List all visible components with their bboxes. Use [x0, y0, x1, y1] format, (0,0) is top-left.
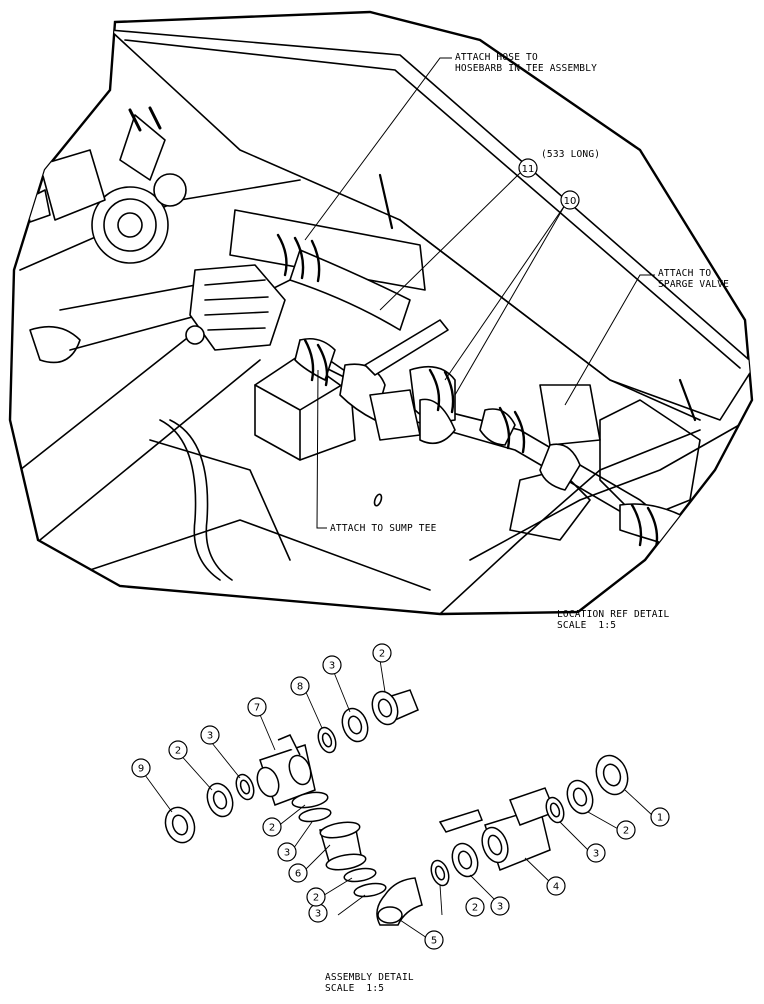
assembly-detail-title: ASSEMBLY DETAIL [325, 972, 414, 983]
balloon-circle [277, 842, 297, 862]
part-balloon-3: 3 [586, 843, 606, 863]
balloon-label: 3 [329, 661, 335, 672]
part-balloon-2: 2 [168, 740, 188, 760]
balloon-label: 3 [284, 848, 290, 859]
balloon-label: 2 [379, 649, 385, 660]
part-balloon-4: 4 [546, 876, 566, 896]
balloon-label: 1 [657, 813, 663, 824]
balloon-label: 9 [138, 764, 144, 775]
balloon-label: 2 [313, 893, 319, 904]
callout-attach-hose: ATTACH HOSE TO HOSEBARB IN TEE ASSEMBLY [455, 52, 598, 74]
balloon-label: 2 [623, 826, 629, 837]
balloon-circle [616, 820, 636, 840]
balloon-label: 6 [295, 869, 301, 880]
balloon-label: 8 [297, 682, 303, 693]
part-balloon-9: 9 [131, 758, 151, 778]
balloon-circle [424, 930, 444, 950]
part-balloon-6: 6 [288, 863, 308, 883]
balloon-circle [131, 758, 151, 778]
part-balloon-7: 7 [247, 697, 267, 717]
part-balloon-3: 3 [490, 896, 510, 916]
balloon-11-label: 11 [522, 164, 535, 175]
balloon-label: 3 [315, 909, 321, 920]
part-balloon-1: 1 [650, 807, 670, 827]
part-balloon-3: 3 [277, 842, 297, 862]
balloon-circle [465, 897, 485, 917]
assembly-detail [164, 689, 629, 926]
callout-hose-length: (533 LONG) [541, 149, 601, 160]
balloon-label: 3 [497, 902, 503, 913]
balloon-label: 4 [553, 882, 559, 893]
balloon-label: 2 [175, 746, 181, 757]
balloon-circle [372, 643, 392, 663]
balloon-10-label: 10 [564, 196, 577, 207]
balloon-circle [288, 863, 308, 883]
balloon-circle [290, 676, 310, 696]
part-balloon-5: 5 [424, 930, 444, 950]
assembly-detail-scale: SCALE 1:5 [325, 983, 385, 994]
part-balloon-2: 2 [306, 887, 326, 907]
part-balloon-3: 3 [200, 725, 220, 745]
callout-attach-sparge: ATTACH TO SPARGE VALVE [658, 268, 730, 290]
balloon-circle [262, 817, 282, 837]
balloon-circle [490, 896, 510, 916]
part-balloon-3: 3 [308, 903, 328, 923]
balloon-label: 2 [269, 823, 275, 834]
balloon-circle [168, 740, 188, 760]
part-balloon-2: 2 [372, 643, 392, 663]
balloon-circle [650, 807, 670, 827]
balloon-circle [586, 843, 606, 863]
location-detail-title: LOCATION REF DETAIL [557, 609, 670, 620]
balloon-circle [322, 655, 342, 675]
balloon-label: 2 [472, 903, 478, 914]
part-balloon-2: 2 [616, 820, 636, 840]
location-ref-detail: 11 10 [8, 10, 754, 616]
balloon-label: 5 [431, 936, 437, 947]
location-detail-scale: SCALE 1:5 [557, 620, 617, 631]
balloon-circle [200, 725, 220, 745]
balloon-circle [306, 887, 326, 907]
part-balloon-2: 2 [465, 897, 485, 917]
balloon-label: 7 [254, 703, 260, 714]
balloon-label: 3 [207, 731, 213, 742]
balloon-label: 3 [593, 849, 599, 860]
part-balloon-3: 3 [322, 655, 342, 675]
balloon-circle [546, 876, 566, 896]
assembly-leaders [144, 659, 653, 941]
part-balloon-2: 2 [262, 817, 282, 837]
balloon-circle [247, 697, 267, 717]
callout-attach-sump: ATTACH TO SUMP TEE [330, 523, 437, 534]
part-balloon-8: 8 [290, 676, 310, 696]
